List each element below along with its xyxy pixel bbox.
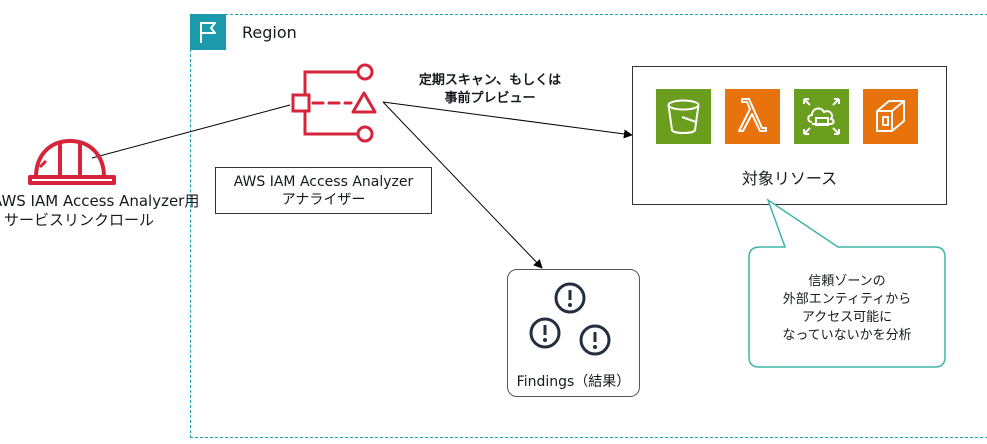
callout-text: 信頼ゾーンの 外部エンティティから アクセス可能に なっていないかを分析: [749, 247, 945, 367]
scan-caption: 定期スキャン、もしくは 事前プレビュー: [400, 72, 580, 108]
resource-label: 対象リソース: [741, 169, 838, 188]
region-label: Region: [242, 23, 297, 42]
role-label-line2: サービスリンクロール: [4, 211, 155, 229]
helmet-icon: [26, 131, 118, 191]
scan-caption-line2: 事前プレビュー: [444, 91, 536, 106]
scan-arrow: [382, 101, 633, 139]
analyzer-label-line1: AWS IAM Access Analyzer: [233, 174, 414, 190]
role-connector: [91, 104, 291, 159]
s3-bucket-icon: [656, 89, 711, 144]
callout-line1: 信頼ゾーンの: [808, 274, 886, 289]
callout-line4: なっていないかを分析: [782, 328, 912, 343]
callout-line2: 外部エンティティから: [782, 292, 912, 307]
analyzer-label-box: AWS IAM Access Analyzer アナライザー: [215, 167, 432, 214]
findings-label: Findings（結果）: [516, 374, 631, 390]
efs-icon: [794, 89, 849, 144]
flag-icon: [190, 14, 226, 50]
warning-icon: [528, 282, 620, 360]
findings-arrow: [382, 101, 543, 269]
access-analyzer-icon: [283, 58, 383, 148]
callout-line3: アクセス可能に: [801, 310, 893, 325]
analyzer-label-line2: アナライザー: [281, 192, 366, 208]
findings-box: [507, 269, 640, 397]
region-boundary: [190, 14, 987, 438]
scan-caption-line1: 定期スキャン、もしくは: [418, 73, 562, 88]
role-label: AWS IAM Access Analyzer用 サービスリンクロール: [0, 192, 199, 230]
kms-icon: [863, 89, 918, 144]
role-label-line1: AWS IAM Access Analyzer用: [0, 192, 200, 210]
lambda-icon: [725, 89, 780, 144]
